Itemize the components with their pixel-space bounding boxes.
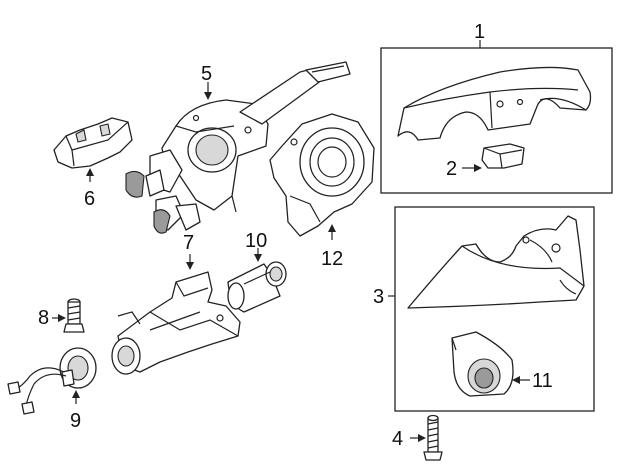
screw-part [423,414,443,461]
callout-7: 7 [183,232,194,254]
callout-9-arrowhead [72,390,80,398]
callout-6-arrowhead [86,168,94,176]
bracket-part [53,117,133,169]
callout-5-arrowhead [204,92,212,100]
switch-housing [451,331,514,397]
ignition-switch [7,347,97,415]
upper-column-cover [397,66,592,141]
callout-8-arrowhead [58,314,66,322]
lower-column-cover [407,215,585,309]
upper-cover-group-box [380,47,613,194]
callout-12-arrowhead [328,224,336,232]
callout-2-arrowhead [474,164,482,172]
lock-housing [111,271,241,375]
callout-5: 5 [201,63,212,85]
callout-10-arrowhead [254,254,262,262]
callout-12: 12 [321,248,343,270]
callout-1: 1 [474,21,485,43]
callout-11-arrowhead [512,376,520,384]
lock-cylinder [227,261,287,313]
callout-7-arrowhead [186,262,194,270]
callout-11: 11 [532,370,553,392]
combination-switch [125,61,351,234]
clip-part [481,143,525,169]
clockspring-part [269,113,375,237]
callout-8: 8 [38,307,49,329]
callout-4-arrowhead [418,434,426,442]
callout-3: 3 [373,286,384,308]
callout-6: 6 [84,188,95,210]
callout-9: 9 [70,410,81,432]
lower-cover-group-box [394,206,595,412]
bolt-part [63,298,85,333]
callout-2: 2 [446,158,457,180]
callout-4: 4 [392,428,403,450]
callout-10: 10 [245,230,267,252]
